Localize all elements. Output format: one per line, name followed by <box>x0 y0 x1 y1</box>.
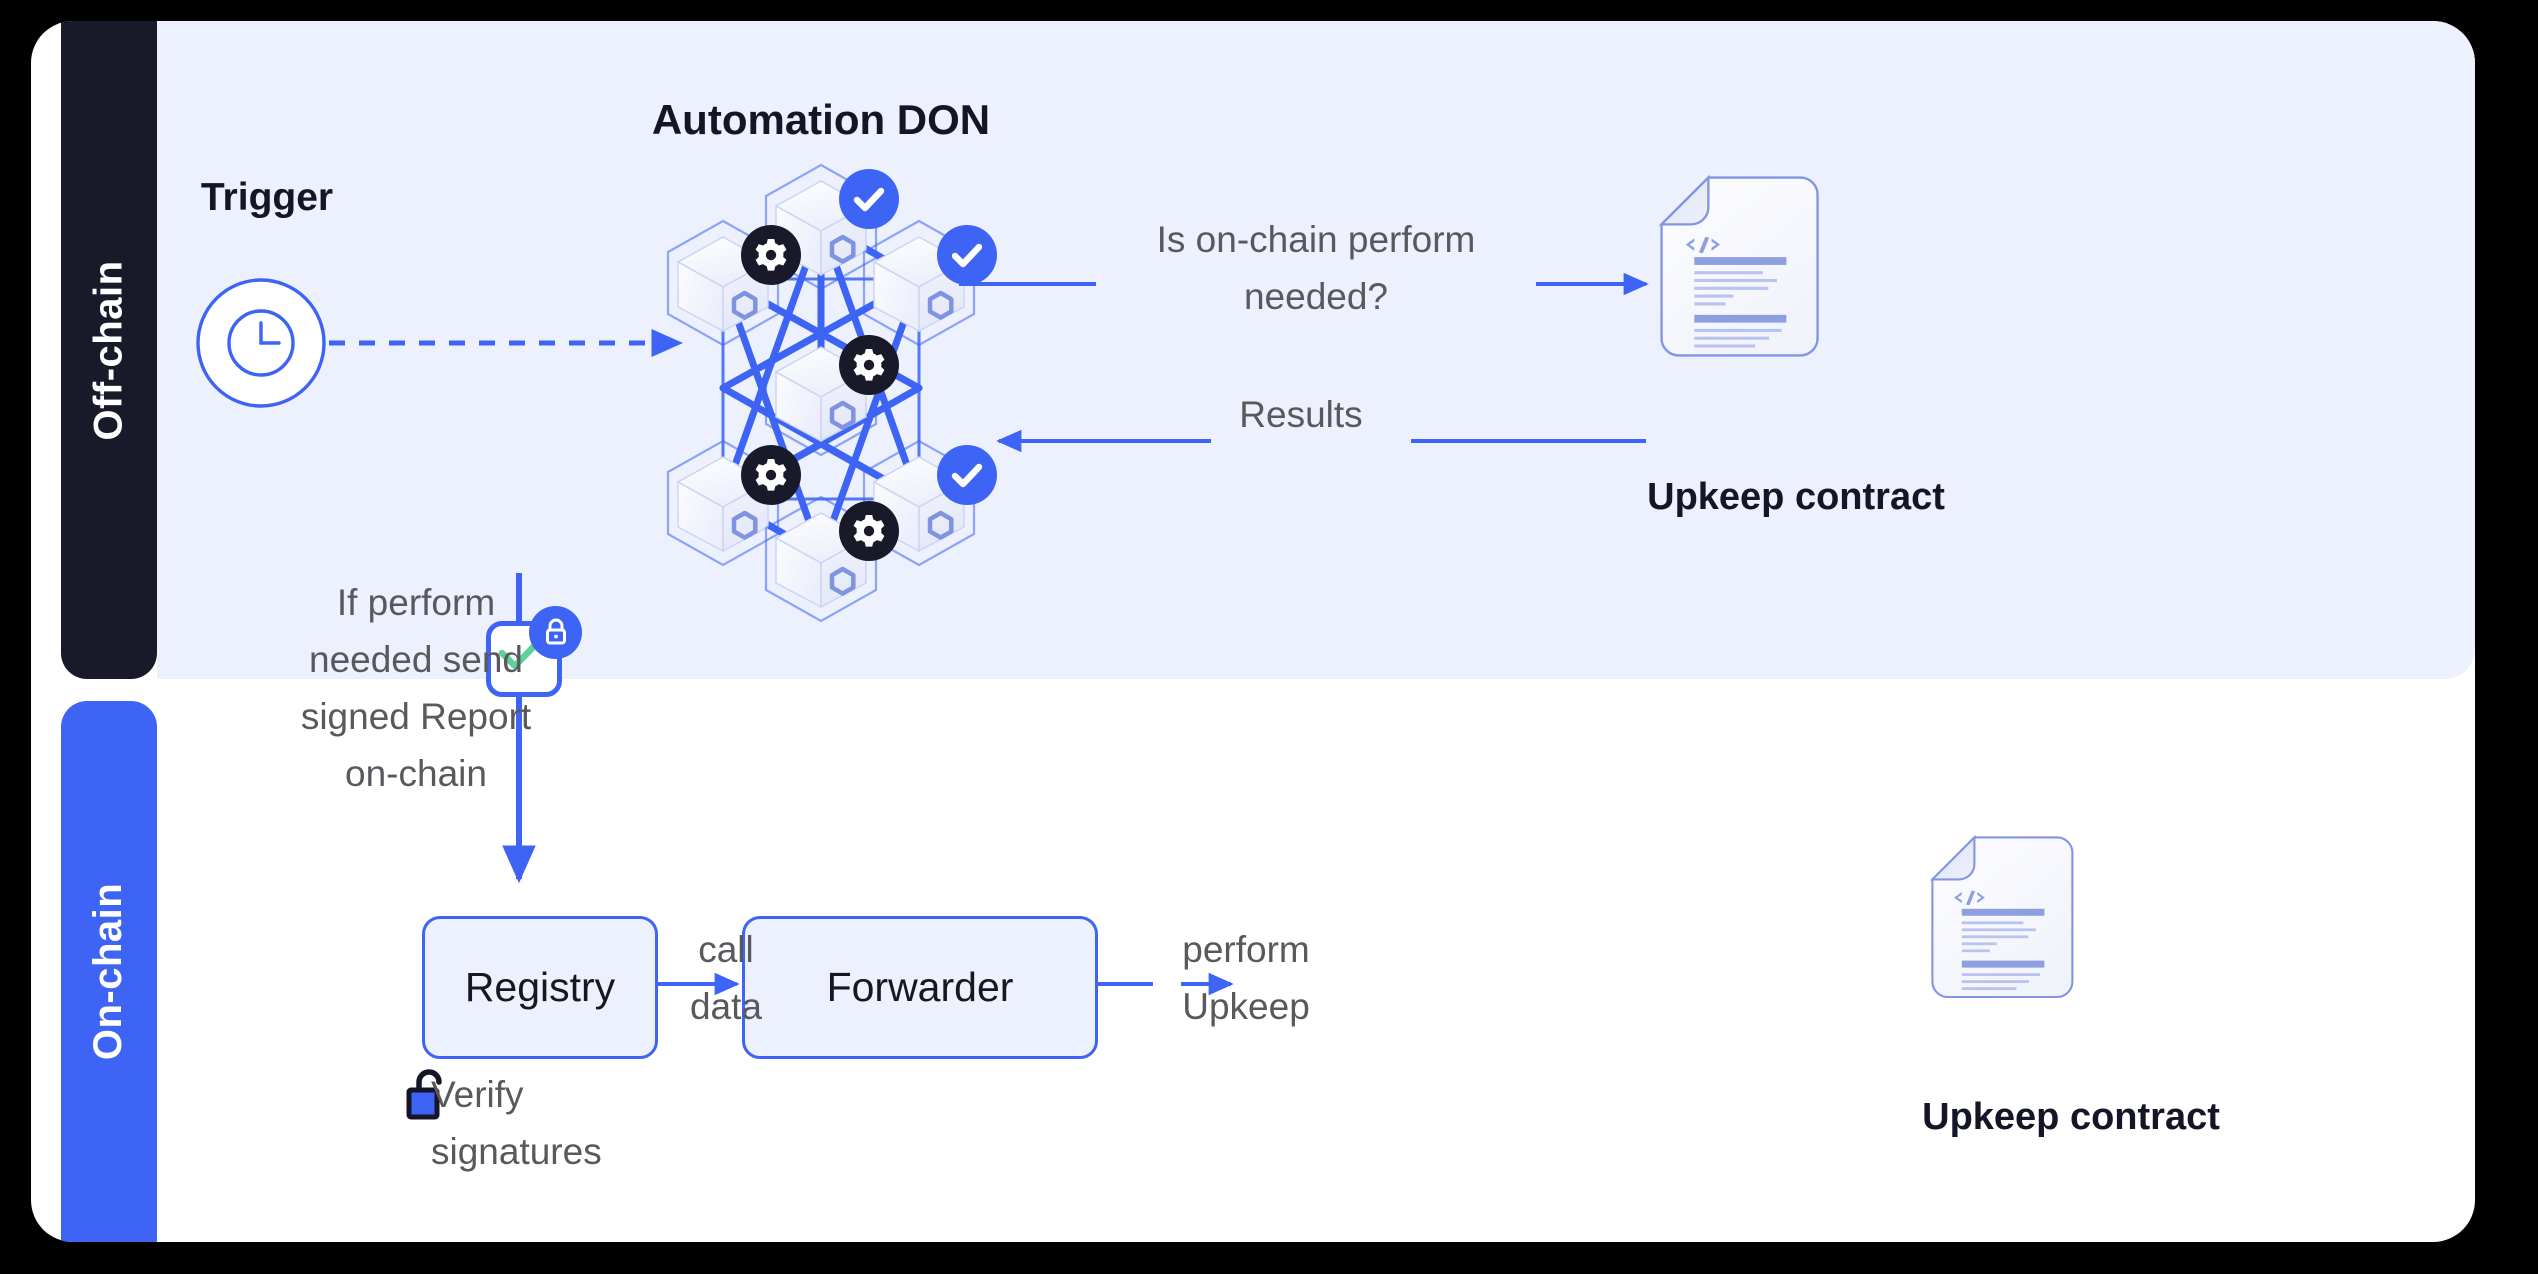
forwarder-box[interactable]: Forwarder <box>742 916 1098 1059</box>
upkeep-contract-doc-onchain[interactable] <box>1931 836 2074 999</box>
diagram-card: Off-chain On-chain <box>31 21 2475 1242</box>
registry-label: Registry <box>464 964 616 1010</box>
upkeep-contract-label-onchain: Upkeep contract <box>1922 1096 2220 1138</box>
upkeep-contract-doc-offchain[interactable] <box>1660 176 1819 357</box>
verify-signatures-label: Verify signatures <box>431 1074 602 1172</box>
signed-report-label: If perform needed send signed Report on-… <box>300 582 532 794</box>
rail-on-chain: On-chain <box>61 701 157 1242</box>
call-data-label: call data <box>689 929 762 1027</box>
perform-upkeep-label: perform Upkeep <box>1182 929 1310 1027</box>
trigger-title: Trigger <box>200 176 334 219</box>
diagram-artwork <box>196 21 2074 999</box>
signed-report-check-icon <box>498 636 544 670</box>
rail-off-chain: Off-chain <box>61 21 157 679</box>
query-label: Is on-chain perform needed? <box>1156 219 1476 317</box>
upkeep-contract-label-offchain: Upkeep contract <box>1647 476 1945 518</box>
registry-box[interactable]: Registry <box>422 916 658 1059</box>
signed-report-lock-badge <box>529 606 582 659</box>
lock-icon <box>546 618 566 645</box>
results-label: Results <box>1239 394 1363 435</box>
offchain-region <box>157 21 2475 679</box>
forwarder-label: Forwarder <box>826 964 1014 1010</box>
unlock-icon <box>406 1069 442 1120</box>
don-title: Automation DON <box>651 96 991 143</box>
trigger-clock-icon <box>196 278 326 408</box>
